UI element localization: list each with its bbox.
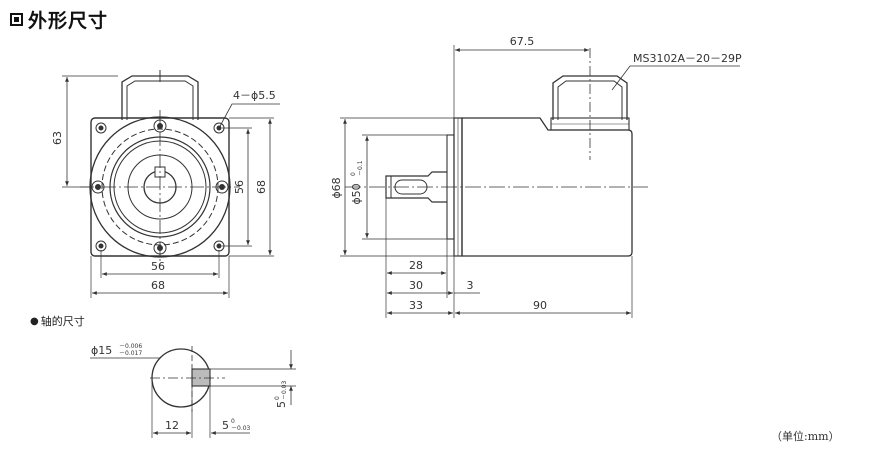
front-dim-holes: 4－ϕ5.5 [233,89,276,102]
side-dim-phi50-tol-lower: －0.1 [357,160,364,176]
bullet-dot-icon: ● [30,315,39,327]
front-dim-68-vertical: 68 [255,180,268,194]
side-dim-phi50: ϕ50 [350,183,363,204]
shaft-key [191,368,211,387]
shaft-dim-key-height-tol-lower: －0.03 [281,380,288,400]
shaft-view [90,346,296,438]
shaft-section-title: 轴的尺寸 [40,315,85,328]
front-dim-63: 63 [51,131,64,145]
side-view [340,45,740,318]
page-title: 外形尺寸 [10,8,109,32]
shaft-dim-key-height: 5 [275,401,288,408]
shaft-dim-phi15-tol-upper: －0.006 [119,343,142,350]
side-dim-28: 28 [409,259,423,272]
side-dim-67-5: 67.5 [510,35,535,48]
shaft-dim-12: 12 [165,419,179,432]
front-dim-68-horizontal: 68 [151,279,165,292]
shaft-section-heading: ● 轴的尺寸 [30,313,85,329]
front-dim-56-vertical: 56 [233,180,246,194]
square-bullet-icon [10,12,23,26]
side-shaft [385,171,447,203]
side-dim-phi50-tol-upper: 0 [350,172,357,176]
front-connector [121,70,199,120]
front-dim-56-horizontal: 56 [151,260,165,273]
side-dim-30: 30 [409,279,423,292]
front-corner-holes [95,122,225,252]
shaft-dim-key-width: 5 [222,419,229,432]
unit-label: （单位:mm） [771,430,840,443]
shaft-dim-key-height-tol-upper: 0 [274,396,281,400]
shaft-dim-key-width-tol-lower: －0.03 [231,425,251,432]
front-view [62,70,280,298]
shaft-dim-key-width-tol-upper: 0 [231,418,235,425]
shaft-dim-phi15: ϕ15 [91,344,112,357]
side-connector-model: MS3102A－20－29P [633,52,742,65]
side-dim-3: 3 [467,279,474,292]
page-title-text: 外形尺寸 [28,9,109,32]
side-dim-90: 90 [533,299,547,312]
side-dim-33: 33 [409,299,423,312]
side-dim-phi68: ϕ68 [330,177,343,198]
front-pcd-holes [91,119,229,255]
shaft-dim-phi15-tol-lower: －0.017 [119,350,142,357]
